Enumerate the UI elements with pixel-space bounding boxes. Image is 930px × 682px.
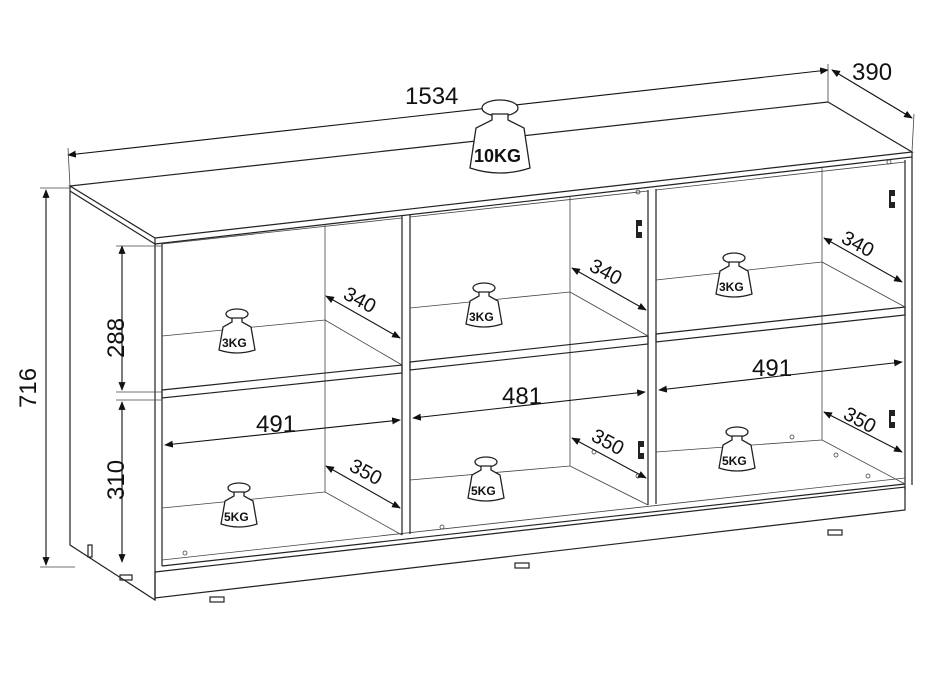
weight-label-right-lower: 5KG: [722, 454, 747, 468]
left-upper-depth-label: 340: [340, 283, 380, 318]
right-upper-depth-dimension: 340: [823, 227, 903, 283]
left-lower-depth-dimension: 350: [325, 455, 401, 509]
left-upper-depth-dimension: 340: [325, 283, 401, 339]
right-upper-depth-label: 340: [838, 227, 878, 262]
middle-lower-depth-dimension: 350: [571, 425, 647, 479]
lower-height-label: 310: [103, 460, 130, 500]
right-lower-depth-label: 350: [840, 403, 880, 438]
right-lower-width-label: 491: [752, 355, 792, 382]
weight-label-top: 10KG: [474, 146, 521, 166]
middle-upper-depth-dimension: 340: [571, 255, 647, 311]
height-dimension: 716: [15, 187, 75, 568]
depth-dimension: 390: [831, 59, 915, 153]
lower-height-dimension: 310: [103, 399, 162, 563]
weight-icon: 5KG: [718, 426, 756, 472]
weight-label-left-lower: 5KG: [224, 510, 249, 524]
left-lower-width-label: 491: [256, 411, 296, 438]
middle-lower-depth-label: 350: [588, 425, 628, 460]
weight-icon: 3KG: [715, 252, 753, 298]
weight-label-middle-lower: 5KG: [471, 484, 496, 498]
left-lower-depth-label: 350: [346, 455, 386, 490]
left-lower-width-dimension: 491: [164, 411, 401, 448]
weight-label-right-upper: 3KG: [719, 280, 744, 294]
width-label: 1534: [405, 83, 458, 110]
right-lower-width-dimension: 491: [658, 355, 903, 393]
height-label: 716: [15, 368, 42, 408]
weight-icon: 5KG: [467, 456, 505, 502]
depth-label: 390: [852, 59, 892, 86]
cabinet-body: [68, 101, 914, 603]
middle-upper-depth-label: 340: [586, 255, 626, 290]
weight-label-middle-upper: 3KG: [469, 310, 494, 324]
middle-lower-width-dimension: 481: [412, 383, 646, 421]
weight-icon: 10KG: [469, 99, 531, 174]
upper-height-dimension: 288: [103, 245, 162, 393]
weight-icon: 5KG: [220, 482, 258, 528]
weight-label-left-upper: 3KG: [222, 336, 247, 350]
weight-icon: 3KG: [218, 308, 256, 354]
middle-lower-width-label: 481: [502, 383, 542, 410]
width-dimension: 1534: [67, 64, 829, 187]
upper-height-label: 288: [103, 318, 130, 358]
weight-icon: 3KG: [465, 282, 503, 328]
